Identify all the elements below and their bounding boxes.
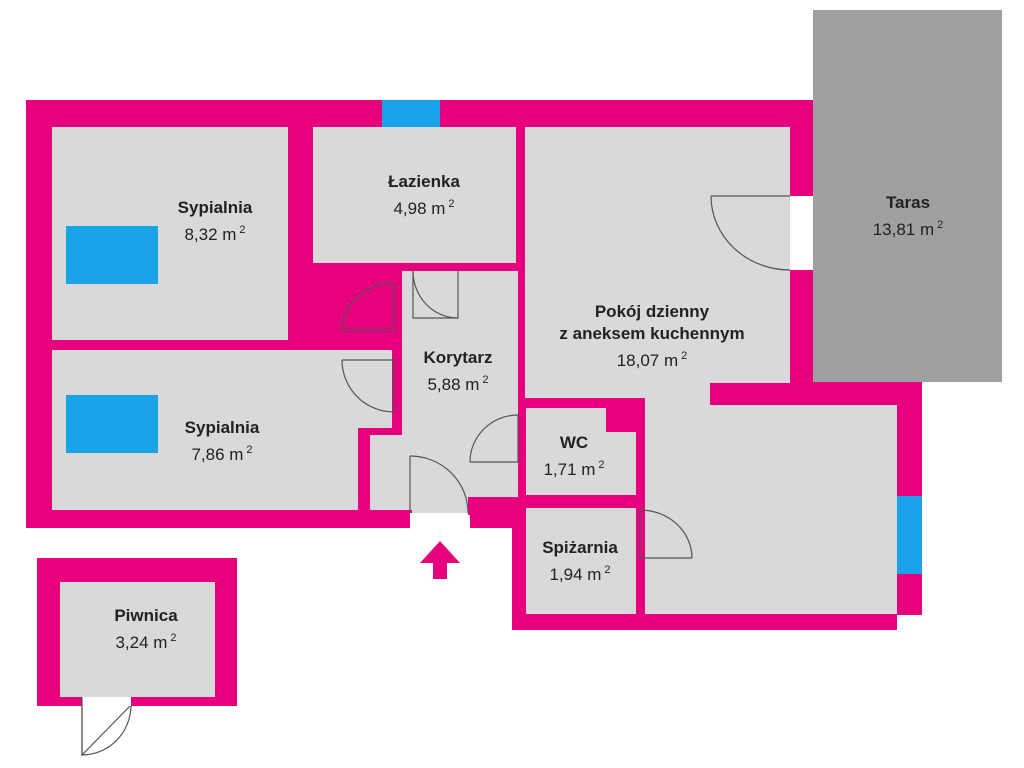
room-area: 8,32 m <box>184 225 237 244</box>
room-area: 3,24 m <box>115 633 168 652</box>
window-right <box>897 496 922 574</box>
door-swing-wc <box>469 414 519 463</box>
room-name: Łazienka <box>388 172 460 191</box>
area-unit-exponent: 2 <box>239 224 246 236</box>
door-swing-bathroom <box>412 270 459 319</box>
area-unit-exponent: 2 <box>448 198 455 210</box>
cellar-floor <box>60 582 215 697</box>
entrance-arrow-icon <box>420 541 460 579</box>
door-swing-pantry <box>639 509 693 559</box>
room-name: Spiżarnia <box>542 538 618 557</box>
room-area: 1,94 m <box>549 565 602 584</box>
room-label-living-room: Pokój dzienny z aneksem kuchennym 18,07 … <box>542 301 762 372</box>
room-name: Sypialnia <box>184 418 260 437</box>
room-area: 1,71 m <box>543 460 596 479</box>
room-area: 4,98 m <box>393 199 446 218</box>
wall-stub <box>606 398 636 432</box>
pantry-floor <box>526 508 636 614</box>
area-unit-exponent: 2 <box>598 459 605 471</box>
room-name: WC <box>559 433 589 452</box>
area-unit-exponent: 2 <box>170 632 177 644</box>
room-area: 5,88 m <box>427 375 480 394</box>
room-name: Sypialnia <box>177 198 253 217</box>
area-unit-exponent: 2 <box>937 219 944 231</box>
bedroom-2-floor <box>52 350 392 510</box>
door-swing-bedroom-2 <box>341 359 395 413</box>
door-swing-bedroom-1 <box>341 282 395 331</box>
living-room-floor <box>525 127 897 614</box>
area-unit-exponent: 2 <box>681 350 688 362</box>
bed-bedroom-1 <box>66 226 158 284</box>
terrace-area <box>813 10 1002 382</box>
door-swing-cellar <box>81 704 132 757</box>
door-swing-entrance <box>409 455 469 514</box>
door-swing-terrace <box>710 195 791 271</box>
terrace-door-gap <box>790 196 813 270</box>
area-unit-exponent: 2 <box>482 374 489 386</box>
room-name: Korytarz <box>423 348 493 367</box>
room-area: 7,86 m <box>191 445 244 464</box>
bed-bedroom-2 <box>66 395 158 453</box>
corridor-floor <box>370 271 518 513</box>
room-area: 18,07 m <box>616 351 679 370</box>
room-name: Taras <box>885 193 931 212</box>
cellar-door-gap <box>82 697 131 706</box>
area-unit-exponent: 2 <box>604 564 611 576</box>
room-name-line-2: z aneksem kuchennym <box>559 324 745 343</box>
bathroom-floor <box>313 127 516 263</box>
room-area: 13,81 m <box>872 220 935 239</box>
room-name: Pokój dzienny <box>594 302 710 321</box>
room-name: Piwnica <box>114 606 178 625</box>
entrance-door-gap <box>410 513 468 528</box>
area-unit-exponent: 2 <box>246 444 253 456</box>
window-top <box>382 100 440 127</box>
